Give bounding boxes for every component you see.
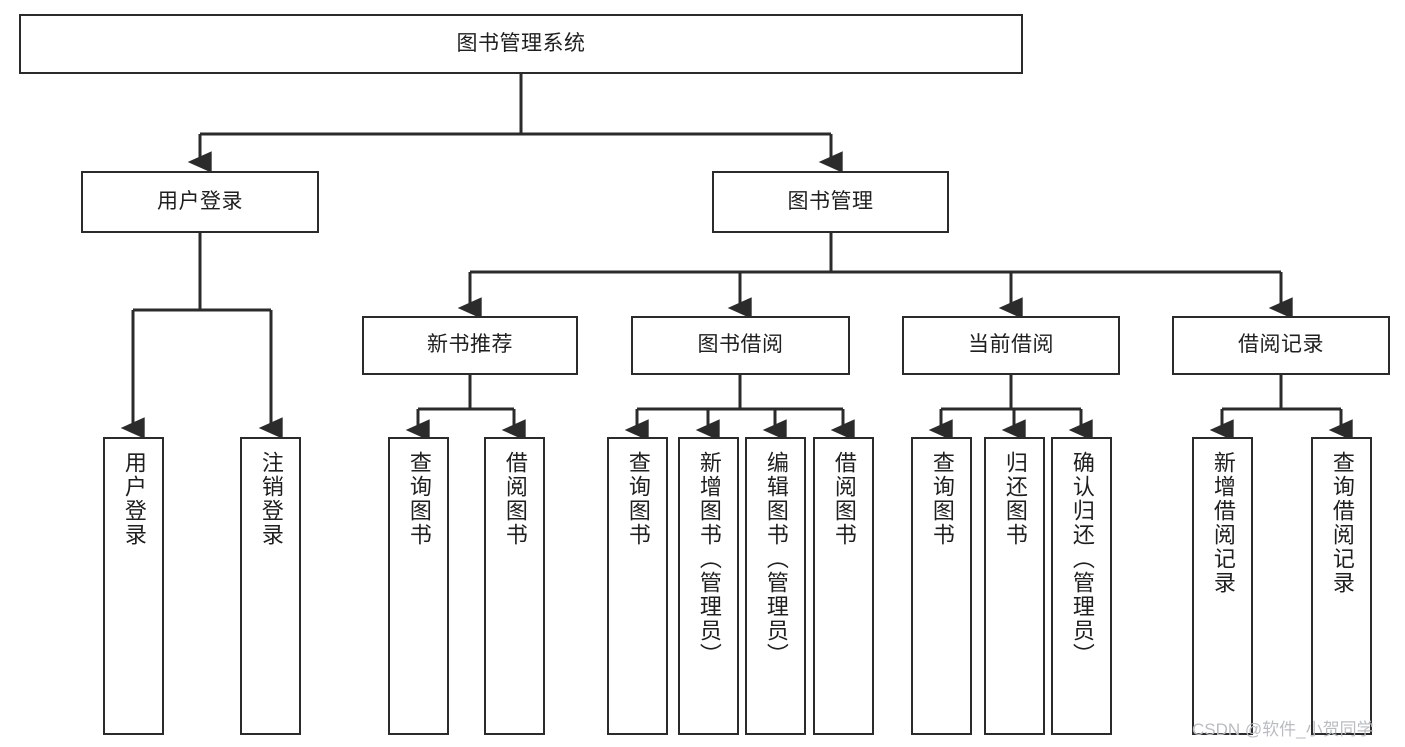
node-root-label: 图书管理系统 xyxy=(456,31,586,55)
node-leaf-query-borrow-record-label: 查询借阅记录 xyxy=(1329,451,1355,595)
node-leaf-borrow-book[interactable]: 借阅图书 xyxy=(813,437,874,735)
node-leaf-add-book-admin[interactable]: 新增图书（管理员） xyxy=(678,437,739,735)
node-book-manage-label: 图书管理 xyxy=(787,189,874,213)
node-leaf-user-login[interactable]: 用户登录 xyxy=(103,437,164,735)
node-leaf-logout-login[interactable]: 注销登录 xyxy=(240,437,301,735)
node-new-book-recommend[interactable]: 新书推荐 xyxy=(362,316,578,375)
node-leaf-query-book-current[interactable]: 查询图书 xyxy=(911,437,972,735)
node-leaf-borrow-book-rec[interactable]: 借阅图书 xyxy=(484,437,545,735)
node-book-borrow-label: 图书借阅 xyxy=(697,333,784,357)
node-leaf-edit-book-admin-label: 编辑图书（管理员） xyxy=(763,451,789,667)
node-leaf-borrow-book-label: 借阅图书 xyxy=(831,451,857,547)
node-current-borrow-label: 当前借阅 xyxy=(968,333,1054,357)
node-user-login[interactable]: 用户登录 xyxy=(81,171,319,233)
node-current-borrow[interactable]: 当前借阅 xyxy=(902,316,1120,375)
node-leaf-add-book-admin-label: 新增图书（管理员） xyxy=(696,451,722,667)
node-book-borrow[interactable]: 图书借阅 xyxy=(631,316,850,375)
node-book-manage[interactable]: 图书管理 xyxy=(712,171,949,233)
node-new-book-recommend-label: 新书推荐 xyxy=(427,333,513,357)
node-leaf-borrow-book-rec-label: 借阅图书 xyxy=(502,451,528,547)
node-leaf-query-book-borrow-label: 查询图书 xyxy=(625,451,651,547)
node-root[interactable]: 图书管理系统 xyxy=(19,14,1023,74)
node-leaf-query-book-borrow[interactable]: 查询图书 xyxy=(607,437,668,735)
node-leaf-query-book-current-label: 查询图书 xyxy=(929,451,955,547)
csdn-watermark: CSDN @软件_小贺同学 xyxy=(1192,720,1374,739)
node-user-login-label: 用户登录 xyxy=(157,189,243,213)
node-leaf-query-book-rec[interactable]: 查询图书 xyxy=(388,437,449,735)
node-leaf-edit-book-admin[interactable]: 编辑图书（管理员） xyxy=(745,437,806,735)
node-leaf-add-borrow-record-label: 新增借阅记录 xyxy=(1210,451,1236,595)
node-leaf-confirm-return-admin[interactable]: 确认归还（管理员） xyxy=(1051,437,1112,735)
node-leaf-logout-login-label: 注销登录 xyxy=(258,451,284,547)
node-leaf-return-book[interactable]: 归还图书 xyxy=(984,437,1045,735)
node-leaf-query-borrow-record[interactable]: 查询借阅记录 xyxy=(1311,437,1372,735)
node-leaf-return-book-label: 归还图书 xyxy=(1002,451,1028,547)
node-leaf-confirm-return-admin-label: 确认归还（管理员） xyxy=(1069,451,1095,667)
node-leaf-add-borrow-record[interactable]: 新增借阅记录 xyxy=(1192,437,1253,735)
node-borrow-record[interactable]: 借阅记录 xyxy=(1172,316,1390,375)
node-leaf-query-book-rec-label: 查询图书 xyxy=(406,451,432,547)
node-borrow-record-label: 借阅记录 xyxy=(1238,333,1324,357)
node-leaf-user-login-label: 用户登录 xyxy=(121,451,147,547)
